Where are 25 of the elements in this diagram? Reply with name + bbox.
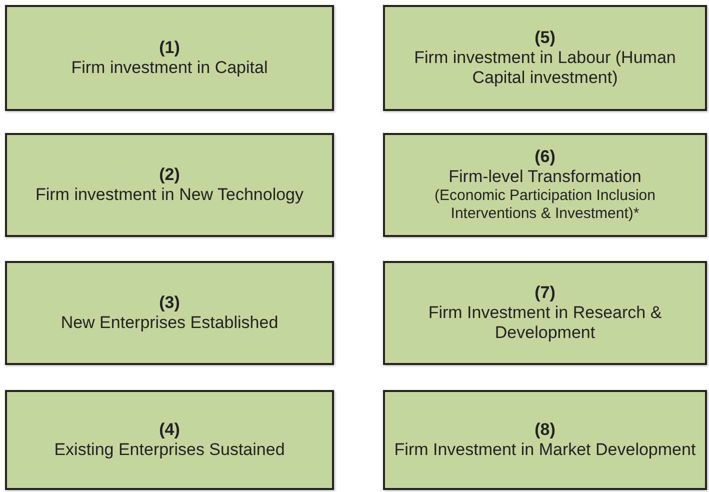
item-number: (3) [158, 293, 181, 313]
category-label: Firm Investment in Research & Development [427, 303, 663, 343]
category-box [383, 390, 707, 490]
item-number: (7) [534, 283, 556, 303]
category-label: Firm Investment in Market Development [393, 440, 697, 460]
category-label: New Enterprises Established [60, 313, 280, 333]
category-box [5, 133, 334, 237]
category-label: Firm investment in Capital [70, 58, 269, 78]
category-box [5, 390, 334, 490]
category-box [5, 261, 334, 365]
item-number: (4) [158, 420, 181, 440]
category-label: Firm investment in New Technology [34, 185, 304, 205]
item-number: (8) [534, 420, 556, 440]
category-box [5, 5, 334, 111]
category-box [383, 261, 707, 365]
category-label: Firm-level Transformation [448, 167, 642, 187]
category-box [383, 5, 707, 111]
item-number: (2) [158, 165, 181, 185]
item-number: (5) [534, 28, 556, 48]
category-box [383, 133, 707, 237]
category-label: Existing Enterprises Sustained [53, 440, 286, 460]
item-number: (1) [158, 38, 181, 58]
category-label: Firm investment in Labour (Human Capital investment) [413, 48, 677, 88]
note-text: (Economic Participation Inclusion Interventions & Investment)* [434, 187, 656, 223]
item-number: (6) [534, 147, 556, 167]
